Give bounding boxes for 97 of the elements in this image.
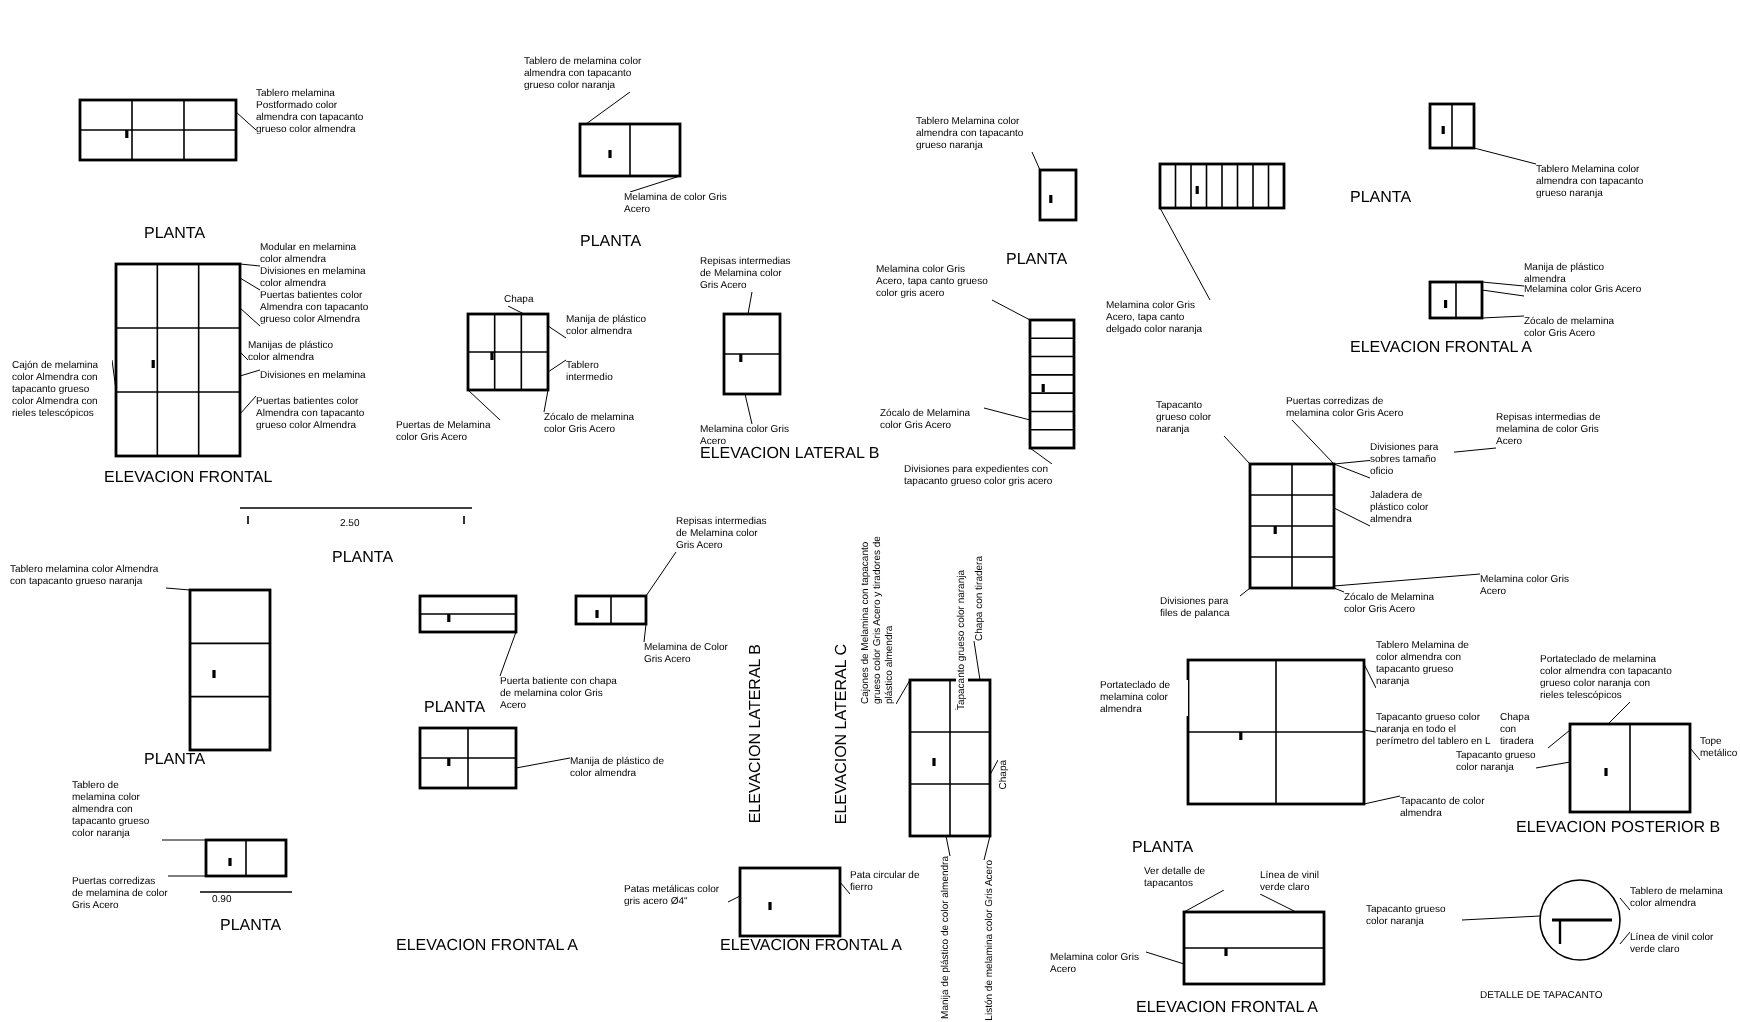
furniture-drawing	[418, 594, 518, 634]
furniture-drawing	[578, 122, 682, 178]
furniture-drawing	[418, 726, 518, 790]
detail-circle-drawing	[1539, 879, 1621, 961]
leader-line	[744, 393, 753, 425]
view-title: ELEVACION FRONTAL A	[1350, 340, 1532, 356]
leader-line	[1547, 729, 1571, 749]
leader-line	[643, 623, 647, 643]
view-title: ELEVACION FRONTAL A	[1136, 1000, 1318, 1016]
furniture-drawing	[1028, 318, 1076, 450]
leader-line	[1159, 207, 1211, 301]
leader-line	[991, 299, 1031, 321]
view-title: PLANTA	[332, 550, 394, 566]
leader-line	[1535, 761, 1571, 769]
leader-line	[547, 325, 567, 339]
leader-line	[973, 640, 981, 681]
leader-line	[1333, 587, 1345, 593]
leader-line	[585, 91, 631, 125]
leader-line	[1607, 701, 1631, 725]
furniture-drawing	[1158, 162, 1286, 210]
leader-line	[1333, 463, 1371, 479]
leader-line	[1223, 435, 1251, 465]
furniture-drawing	[466, 312, 550, 392]
leader-line	[1259, 893, 1297, 913]
leader-line	[1619, 897, 1631, 911]
view-title: ELEVACION FRONTAL A	[396, 938, 578, 954]
leader-line	[839, 881, 851, 895]
view-title: ELEVACION LATERAL B	[748, 644, 764, 824]
furniture-drawing	[738, 866, 842, 938]
furniture-drawing	[722, 312, 782, 396]
leader-line	[161, 839, 207, 841]
leader-line	[239, 369, 261, 377]
leader-line	[239, 277, 261, 291]
furniture-drawing	[78, 98, 238, 162]
view-title: ELEVACION POSTERIOR B	[1516, 820, 1721, 836]
leader-line	[1619, 931, 1631, 945]
view-title: ELEVACION FRONTAL	[104, 470, 273, 486]
leader-line	[1333, 573, 1481, 587]
leader-line	[515, 757, 571, 769]
leader-line	[1333, 507, 1371, 527]
furniture-drawing	[114, 262, 242, 458]
leader-line	[165, 587, 191, 591]
leader-line	[235, 111, 257, 131]
view-title: PLANTA	[1006, 252, 1068, 268]
leader-line	[1363, 729, 1377, 733]
leader-line	[467, 389, 501, 421]
view-title: ELEVACION FRONTAL A	[720, 938, 902, 954]
furniture-drawing	[1428, 280, 1484, 320]
furniture-drawing	[1186, 658, 1366, 806]
furniture-drawing	[1182, 910, 1326, 986]
leader-line	[543, 389, 549, 413]
leader-line	[1689, 747, 1701, 761]
leader-line	[1183, 889, 1225, 913]
furniture-drawing	[1038, 168, 1078, 222]
leader-line	[547, 359, 567, 373]
leader-line	[645, 551, 677, 597]
view-title: PLANTA	[144, 752, 206, 768]
leader-line	[1481, 289, 1525, 297]
leader-line	[945, 835, 951, 857]
view-title: PLANTA	[1350, 190, 1412, 206]
leader-line	[239, 307, 261, 327]
leader-line	[239, 263, 261, 267]
view-title: ELEVACION LATERAL C	[834, 644, 850, 825]
leader-line	[1473, 147, 1537, 165]
leader-line	[1481, 281, 1525, 287]
furniture-drawing	[1428, 102, 1476, 150]
view-title: PLANTA	[220, 918, 282, 934]
view-title: PLANTA	[580, 234, 642, 250]
leader-line	[1145, 951, 1185, 965]
leader-line	[167, 875, 207, 877]
leader-line	[983, 835, 991, 861]
furniture-drawing	[188, 588, 272, 752]
leader-line	[989, 759, 999, 776]
leader-line	[1291, 419, 1335, 465]
leader-line	[1239, 587, 1251, 597]
leader-line	[1031, 151, 1041, 171]
leader-line	[727, 895, 741, 903]
leader-line	[1481, 315, 1525, 319]
furniture-drawing	[204, 838, 288, 878]
leader-line	[1363, 663, 1377, 689]
view-title: PLANTA	[144, 226, 206, 242]
leader-line	[1461, 915, 1541, 921]
leader-line	[747, 291, 753, 315]
leader-line	[239, 395, 257, 415]
leader-line	[1363, 795, 1401, 805]
furniture-drawing	[574, 594, 648, 626]
view-title: ELEVACION LATERAL B	[700, 446, 880, 462]
leader-line	[499, 631, 517, 677]
view-title: PLANTA	[1132, 840, 1194, 856]
leader-line	[1029, 447, 1053, 465]
leader-line	[1187, 697, 1189, 717]
leader-line	[895, 679, 911, 705]
furniture-drawing	[1248, 462, 1336, 590]
view-title: PLANTA	[424, 700, 486, 716]
furniture-drawing	[1568, 722, 1692, 814]
leader-line	[983, 407, 1031, 421]
leader-line	[629, 175, 681, 193]
